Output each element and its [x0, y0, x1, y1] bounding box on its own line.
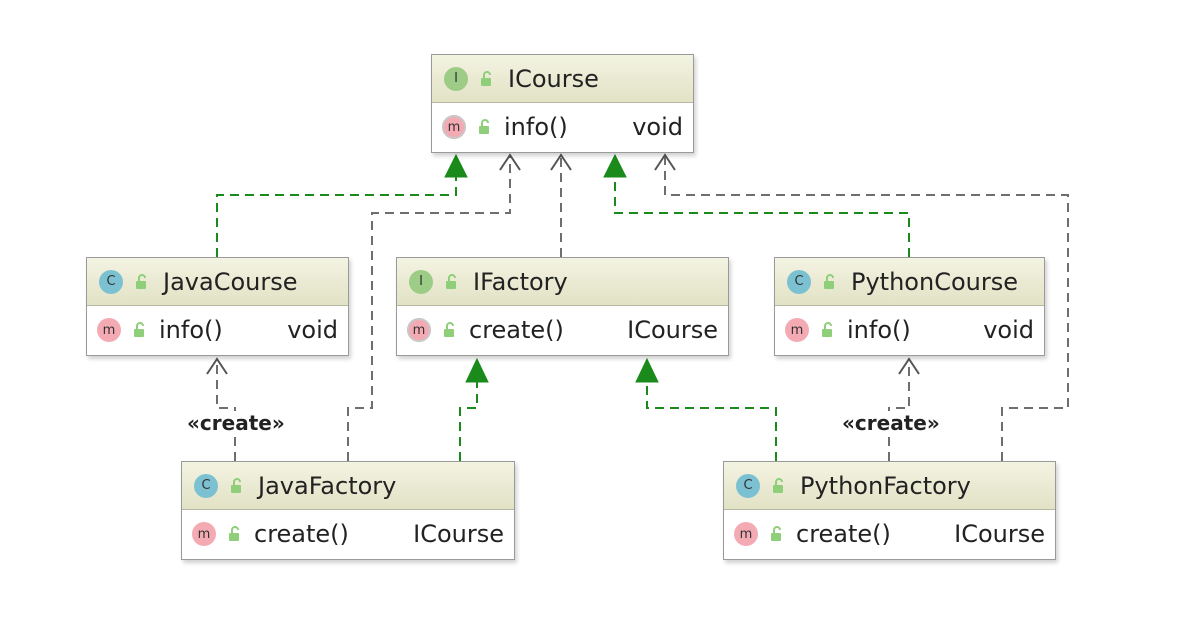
class-c-icon: C	[787, 269, 811, 294]
node-javafactory-method-row[interactable]: m create() ICourse	[182, 510, 514, 558]
node-pythoncourse-method-name: info()	[847, 316, 911, 344]
node-ifactory-method-name: create()	[469, 316, 564, 344]
node-javafactory[interactable]: C JavaFactory m create() ICourse	[181, 461, 515, 560]
node-ifactory-method-row[interactable]: m create() ICourse	[397, 306, 728, 354]
public-lock-icon	[481, 70, 491, 86]
node-javacourse-method-row[interactable]: m info() void	[87, 306, 348, 354]
edge-javafactory-implements-ifactory	[459, 382, 478, 461]
method-m-icon: m	[442, 115, 466, 139]
node-pythoncourse-method-row[interactable]: m info() void	[775, 306, 1044, 354]
interface-i-icon: I	[409, 269, 433, 294]
node-icourse[interactable]: I ICourse m info() void	[431, 54, 694, 153]
node-javafactory-return-type: ICourse	[413, 520, 504, 548]
node-javafactory-header: C JavaFactory	[182, 462, 514, 510]
public-lock-icon	[229, 526, 239, 541]
open-arrow-javafactory-javacourse	[206, 357, 228, 375]
node-pythoncourse-return-type: void	[983, 316, 1034, 344]
arrowhead-pythonfactory-ifactory	[635, 357, 659, 383]
edge-pythonfactory-depends-icourse	[664, 157, 1069, 461]
node-icourse-method-row[interactable]: m info() void	[432, 103, 693, 151]
arrowhead-javafactory-ifactory	[465, 357, 489, 383]
edge-javacourse-implements-icourse	[216, 175, 457, 257]
node-javafactory-method-name: create()	[254, 520, 349, 548]
edge-pythonfactory-creates-pythoncourse	[888, 361, 910, 461]
class-c-icon: C	[736, 473, 760, 498]
node-ifactory-header: I IFactory	[397, 258, 728, 306]
method-m-icon: m	[734, 522, 758, 546]
node-pythoncourse[interactable]: C PythonCourse m info() void	[774, 257, 1045, 356]
public-lock-icon	[824, 273, 834, 289]
node-ifactory-name: IFactory	[473, 267, 568, 296]
node-pythonfactory-return-type: ICourse	[954, 520, 1045, 548]
node-ifactory[interactable]: I IFactory m create() ICourse	[396, 257, 729, 356]
public-lock-icon	[773, 477, 783, 493]
public-lock-icon	[446, 273, 456, 289]
edge-javafactory-creates-javacourse	[216, 361, 236, 461]
node-javacourse-name: JavaCourse	[163, 267, 298, 296]
arrowhead-javacourse-icourse	[444, 153, 468, 178]
node-icourse-header: I ICourse	[432, 55, 693, 103]
node-icourse-return-type: void	[632, 113, 683, 141]
node-javacourse[interactable]: C JavaCourse m info() void	[86, 257, 349, 356]
open-arrow-pythonfactory-icourse	[654, 153, 676, 171]
class-c-icon: C	[99, 269, 123, 294]
node-pythonfactory-method-row[interactable]: m create() ICourse	[724, 510, 1055, 558]
node-pythonfactory[interactable]: C PythonFactory m create() ICourse	[723, 461, 1056, 560]
node-ifactory-return-type: ICourse	[627, 316, 718, 344]
node-pythonfactory-header: C PythonFactory	[724, 462, 1055, 510]
node-icourse-name: ICourse	[508, 64, 599, 93]
open-arrow-javafactory-icourse	[499, 153, 521, 171]
stereotype-label-python-create: «create»	[841, 411, 941, 435]
node-icourse-method-name: info()	[504, 113, 568, 141]
public-lock-icon	[771, 526, 781, 541]
node-javafactory-name: JavaFactory	[258, 471, 397, 500]
public-lock-icon	[136, 273, 146, 289]
public-lock-icon	[822, 322, 832, 337]
node-pythonfactory-method-name: create()	[796, 520, 891, 548]
edge-pythoncourse-implements-icourse	[614, 175, 910, 257]
public-lock-icon	[444, 322, 454, 337]
interface-i-icon: I	[444, 66, 468, 91]
node-javacourse-header: C JavaCourse	[87, 258, 348, 306]
method-m-icon: m	[785, 318, 809, 342]
class-c-icon: C	[194, 473, 218, 498]
arrowhead-pythoncourse-icourse	[603, 153, 627, 178]
public-lock-icon	[231, 477, 241, 493]
method-m-icon: m	[97, 318, 121, 342]
method-m-icon: m	[407, 318, 431, 342]
node-pythoncourse-header: C PythonCourse	[775, 258, 1044, 306]
method-m-icon: m	[192, 522, 216, 546]
open-arrow-pythonfactory-pythoncourse	[898, 357, 920, 375]
node-javacourse-return-type: void	[287, 316, 338, 344]
node-pythoncourse-name: PythonCourse	[851, 267, 1018, 296]
public-lock-icon	[479, 119, 489, 134]
node-pythonfactory-name: PythonFactory	[800, 471, 971, 500]
stereotype-label-java-create: «create»	[186, 411, 286, 435]
node-javacourse-method-name: info()	[159, 316, 223, 344]
open-arrow-ifactory-icourse	[550, 153, 572, 171]
edge-pythonfactory-implements-ifactory	[646, 382, 777, 461]
public-lock-icon	[134, 322, 144, 337]
